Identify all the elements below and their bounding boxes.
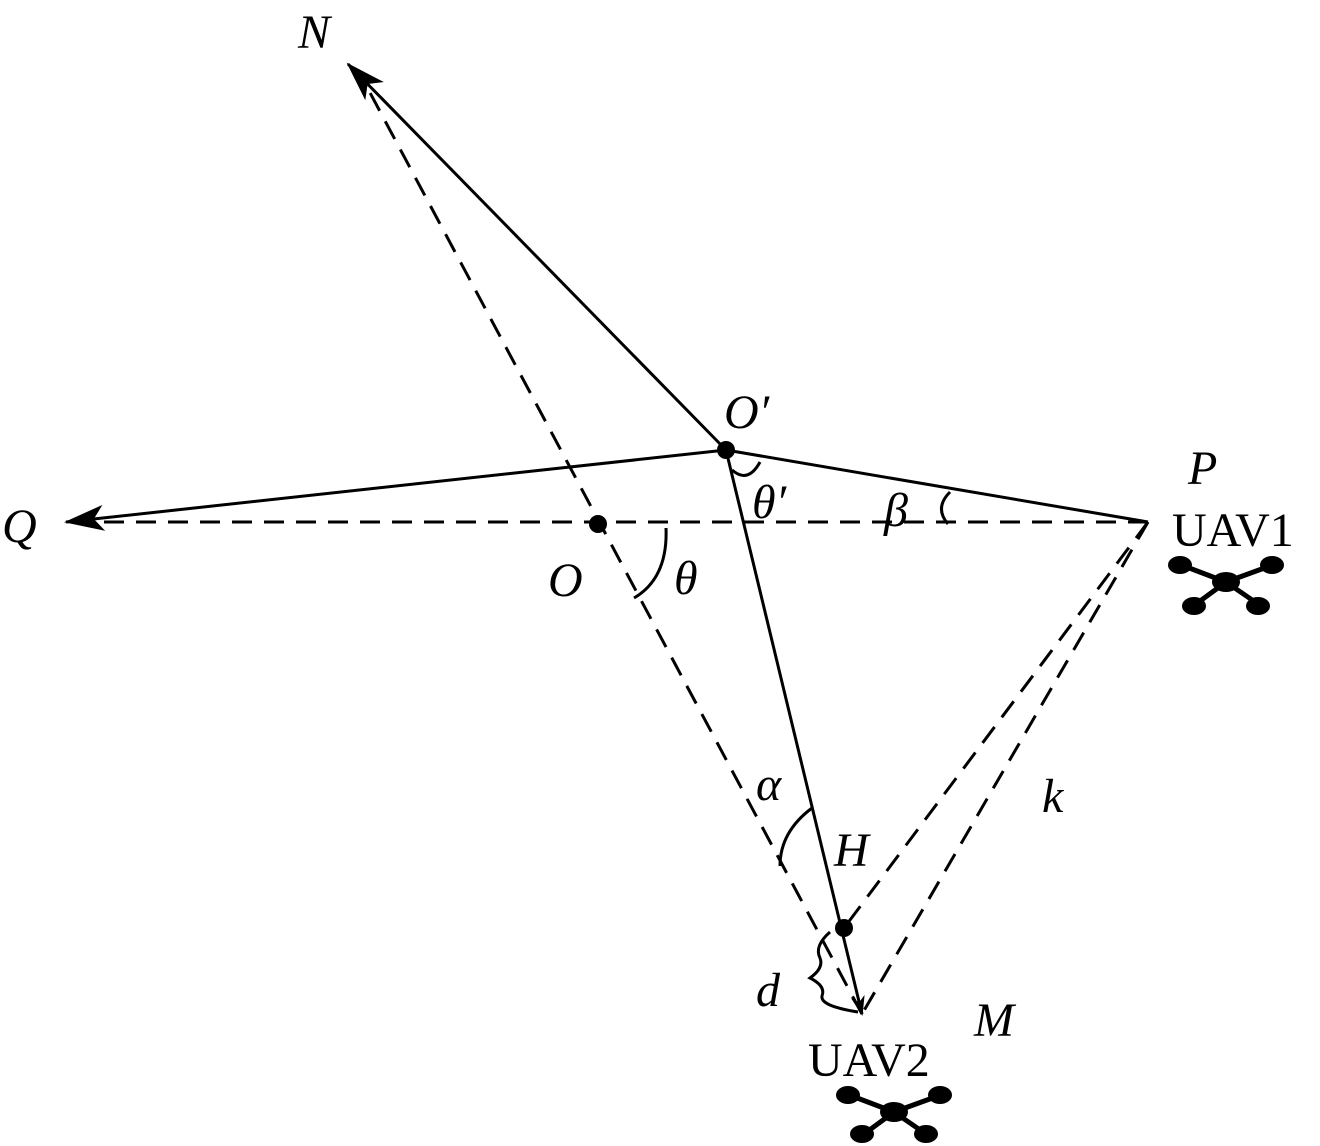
line-oprime-p <box>725 448 1149 524</box>
line-oprime-m <box>724 449 865 1016</box>
dashed-line-p-m <box>860 521 1150 1015</box>
label-q: Q <box>2 500 37 553</box>
label-d: d <box>756 964 781 1017</box>
angle-arc-beta <box>940 490 952 525</box>
label-uav2: UAV2 <box>808 1034 930 1087</box>
dashed-line-p-h <box>842 521 1150 929</box>
label-alpha: α <box>756 758 782 811</box>
line-oprime-q <box>64 448 727 531</box>
label-theta: θ <box>674 552 698 605</box>
angle-arc-theta-prime <box>731 461 762 477</box>
label-h: H <box>833 824 871 877</box>
angle-arc-alpha <box>778 806 813 867</box>
point-o <box>589 515 607 533</box>
label-o-prime: O′ <box>724 386 771 439</box>
label-theta-prime: θ′ <box>752 476 788 529</box>
line-oprime-n <box>346 62 728 452</box>
angle-arc-theta <box>633 527 668 600</box>
label-m: M <box>973 994 1017 1047</box>
point-h <box>835 919 853 937</box>
label-p: P <box>1187 442 1217 495</box>
brace-d <box>807 930 859 1014</box>
label-o: O <box>548 554 583 607</box>
dashed-line-m-n <box>358 73 864 1015</box>
label-uav1: UAV1 <box>1172 504 1294 557</box>
label-beta: β <box>883 484 908 537</box>
quadcopter-icon <box>1168 556 1284 615</box>
label-k: k <box>1042 770 1065 823</box>
point-o-prime <box>717 441 735 459</box>
quadcopter-icon <box>836 1086 952 1143</box>
label-n: N <box>297 6 333 59</box>
